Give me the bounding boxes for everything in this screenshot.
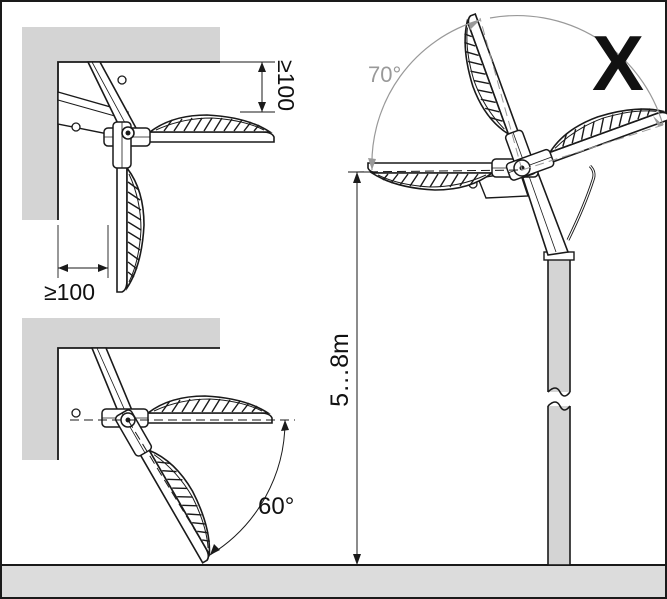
wall-ceiling-corner [22,27,220,220]
height-range-label: 5…8m [326,333,354,407]
wall-ceiling-corner-2 [22,318,220,460]
clearance-vertical-label: ≥100 [273,60,299,111]
wall-mount-clearance-view: ≥100 ≥100 [22,27,299,305]
wall-mount-tilt-view: 60° [22,318,295,566]
ground-strip [0,564,667,599]
clearance-horizontal-label: ≥100 [44,279,95,305]
forbidden-x-mark: X [592,19,644,107]
pole-mount-view: 70° 5…8m X [326,11,667,566]
angle-pole-label: 70° [368,62,401,87]
luminaire-vertical-a [112,121,145,293]
angle-wall-label: 60° [258,493,294,520]
